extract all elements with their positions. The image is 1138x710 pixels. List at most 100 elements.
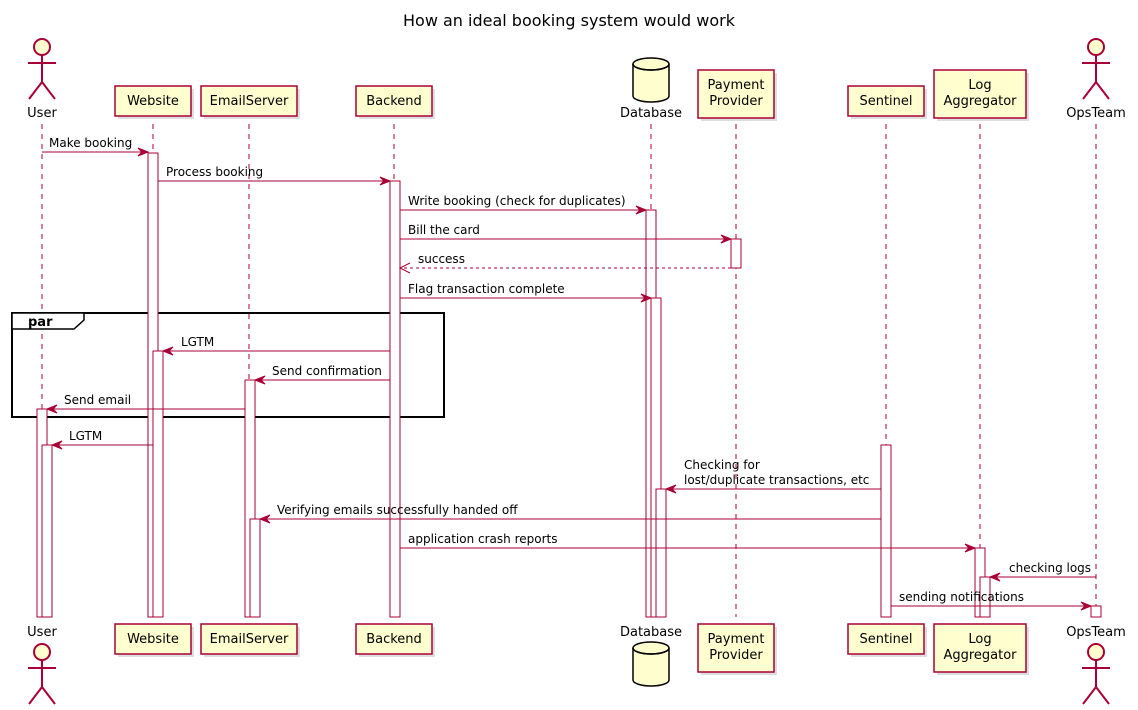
arrowhead [720,234,733,244]
message-label: Write booking (check for duplicates) [408,194,626,208]
activation-bar [1090,605,1102,618]
actor-icon [28,38,56,100]
participant-database-top: Database [620,57,682,121]
message-label: Checking for [684,458,760,472]
participant-emailserver-bottom: EmailServer [200,623,300,657]
participant-label: Website [127,94,179,109]
activation-bar [730,238,742,269]
message-label: lost/duplicate transactions, etc [684,473,869,487]
par-fragment: par [11,312,445,418]
actor-icon [1082,38,1110,100]
message-label: Send confirmation [272,364,382,378]
arrowhead [253,375,266,385]
activation-bars [36,152,1102,618]
fragment-label: par [28,315,53,330]
message-opsteam-to-logaggregator: checking logs [988,561,1096,582]
message-label: Process booking [166,165,263,179]
activation-bar [979,576,991,618]
message-label: LGTM [181,335,214,349]
message-label: Bill the card [408,223,480,237]
arrowhead [137,147,150,157]
message-paymentprovider-to-backend: success [398,252,731,274]
actor-icon [1082,643,1110,705]
message-label: Flag transaction complete [408,282,565,296]
participant-user-top: User [27,38,57,121]
message-sentinel-to-emailserver: Verifying emails successfully handed off [258,503,881,524]
participant-emailserver-top: EmailServer [200,85,300,119]
participant-sentinel-top: Sentinel [847,85,927,119]
participant-label: Sentinel [859,632,912,647]
participant-label: OpsTeam [1066,625,1126,640]
database-icon [632,57,670,103]
participant-opsteam-bottom: OpsTeam [1066,625,1126,705]
message-label: success [418,252,465,266]
participant-label: Provider [709,648,763,663]
participant-backend-top: Backend [355,85,435,119]
arrowhead [161,346,174,356]
fragment-frame: par [11,312,445,418]
participant-label: Database [620,625,682,640]
message-backend-to-database: Write booking (check for duplicates) [400,194,648,215]
arrowhead [258,514,271,524]
message-label: Send email [64,393,131,407]
participant-label: Backend [366,94,422,109]
arrowhead [1080,601,1093,611]
participant-label: Payment [708,632,765,647]
message-backend-to-database: Flag transaction complete [400,282,653,303]
message-backend-to-website: LGTM [161,335,390,356]
participant-database-bottom: Database [620,625,682,687]
activation-bar [655,488,667,618]
message-website-to-backend: Process booking [158,165,392,186]
participant-label: Log [968,78,991,93]
actor-icon [28,643,56,705]
message-user-to-website: Make booking [42,136,150,157]
participant-label: EmailServer [210,94,289,109]
diagram-title: How an ideal booking system would work [403,11,736,30]
participant-label: User [27,625,57,640]
activation-bar [880,444,892,618]
participant-user-bottom: User [27,625,57,705]
participant-label: Backend [366,632,422,647]
participant-label: Payment [708,78,765,93]
participant-backend-bottom: Backend [355,623,435,657]
arrowhead [988,572,1001,582]
participant-label: User [27,106,57,121]
message-label: checking logs [1009,561,1091,575]
message-website-to-user: LGTM [50,429,153,450]
participant-label: Website [127,632,179,647]
arrowhead [379,176,392,186]
activation-bar [389,180,401,618]
participant-heads: UserUserWebsiteWebsiteEmailServerEmailSe… [27,38,1126,705]
arrowhead [664,484,677,494]
arrowhead [964,543,977,553]
database-icon [632,641,670,687]
message-sentinel-to-opsteam: sending notifications [891,590,1093,611]
participant-sentinel-bottom: Sentinel [847,623,927,657]
participant-label: Database [620,106,682,121]
activation-bar [152,350,164,618]
participant-label: Log [968,632,991,647]
participant-label: OpsTeam [1066,106,1126,121]
message-backend-to-emailserver: Send confirmation [253,364,390,385]
message-backend-to-paymentprovider: Bill the card [400,223,733,244]
message-label: application crash reports [408,532,557,546]
arrowhead [640,293,653,303]
participant-label: Aggregator [943,648,1017,663]
participant-website-top: Website [114,85,194,119]
participant-label: Sentinel [859,94,912,109]
participant-label: Aggregator [943,94,1017,109]
arrowhead [398,262,411,274]
message-emailserver-to-user: Send email [45,393,245,414]
participant-website-bottom: Website [114,623,194,657]
message-label: sending notifications [899,590,1024,604]
participant-label: Provider [709,94,763,109]
participant-opsteam-top: OpsTeam [1066,38,1126,121]
arrowhead [635,205,648,215]
